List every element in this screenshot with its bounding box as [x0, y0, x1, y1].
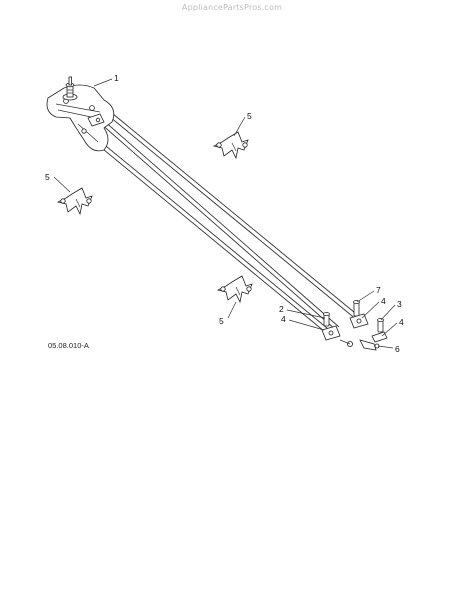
callout-4-left: 4: [281, 314, 286, 324]
callout-4-right: 4: [399, 317, 404, 327]
end-fittings: [321, 300, 388, 351]
callout-1: 1: [114, 73, 119, 83]
callout-4-middle: 4: [381, 296, 386, 306]
watermark-text: AppliancePartsPros.com: [181, 3, 283, 12]
leader-lines: [53, 78, 398, 349]
callout-labels: 1 5 5 5 2 4 7 4 3 4 6: [45, 73, 404, 354]
clip-part-5-top: [212, 131, 249, 160]
callout-7: 7: [376, 285, 381, 295]
callout-2: 2: [279, 304, 284, 314]
callout-5-bottom: 5: [219, 316, 224, 326]
callout-5-top: 5: [247, 111, 252, 121]
diagram-code: 05.08.010-A: [48, 341, 89, 350]
callout-6: 6: [395, 344, 400, 354]
clip-part-5-left: [56, 187, 93, 216]
clip-part-5-bottom: [216, 275, 253, 304]
callout-3: 3: [397, 299, 402, 309]
rod-assembly: [74, 108, 361, 337]
callout-5-left: 5: [45, 172, 50, 182]
housing-plate-part-1: [46, 76, 115, 152]
